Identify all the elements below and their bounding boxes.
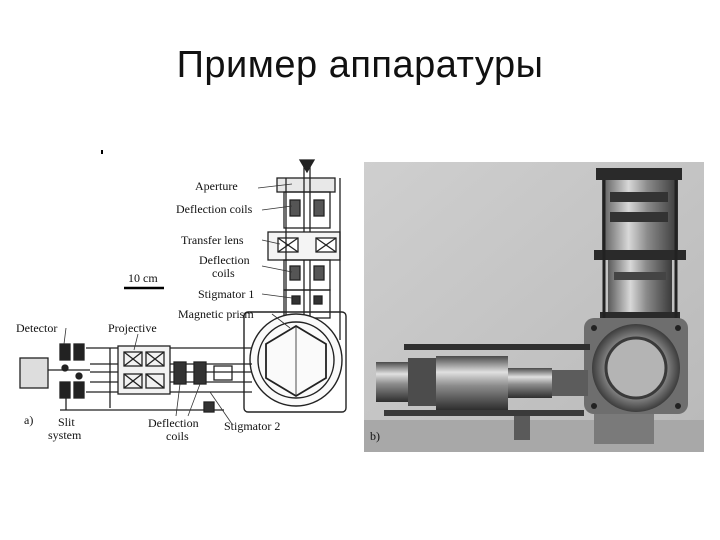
label-panel-a: a) [24,413,33,427]
diagram-labels: Aperture Deflection coils Transfer lens … [16,179,280,443]
label-slit-system-1: Slit [58,415,75,429]
apparatus-photo: b) [364,162,704,452]
apparatus-figure: 10 cm Aperture Deflection coils Transfer… [0,140,720,460]
photo-horizontal-beamline [376,344,654,444]
scale-bar: 10 cm [124,271,164,290]
magnetic-prism-drawing [243,311,347,413]
scale-bar-label: 10 cm [128,271,158,285]
apparatus-schematic-diagram: 10 cm Aperture Deflection coils Transfer… [16,150,347,443]
label-stigmator-1: Stigmator 1 [198,287,254,301]
label-deflection-coils-mid-2: coils [212,266,235,280]
label-deflection-coils-bottom-1: Deflection [148,416,199,430]
label-slit-system-2: system [48,428,82,442]
slide-title: Пример аппаратуры [176,44,544,86]
label-projective: Projective [108,321,157,335]
label-detector: Detector [16,321,57,335]
photo-vertical-column [594,168,686,322]
label-deflection-coils-top: Deflection coils [176,202,253,216]
label-transfer-lens: Transfer lens [181,233,244,247]
stray-dot [101,150,103,154]
vertical-column [267,159,341,340]
leader-lines [63,183,293,425]
label-deflection-coils-mid-1: Deflection [199,253,250,267]
label-magnetic-prism: Magnetic prism [178,307,254,321]
label-stigmator-2: Stigmator 2 [224,419,280,433]
label-deflection-coils-bottom-2: coils [166,429,189,443]
label-panel-b: b) [370,429,380,443]
horizontal-beamline [60,345,252,413]
label-aperture: Aperture [195,179,238,193]
photo-prism-chamber [584,318,688,414]
detector-and-slit [19,343,90,410]
